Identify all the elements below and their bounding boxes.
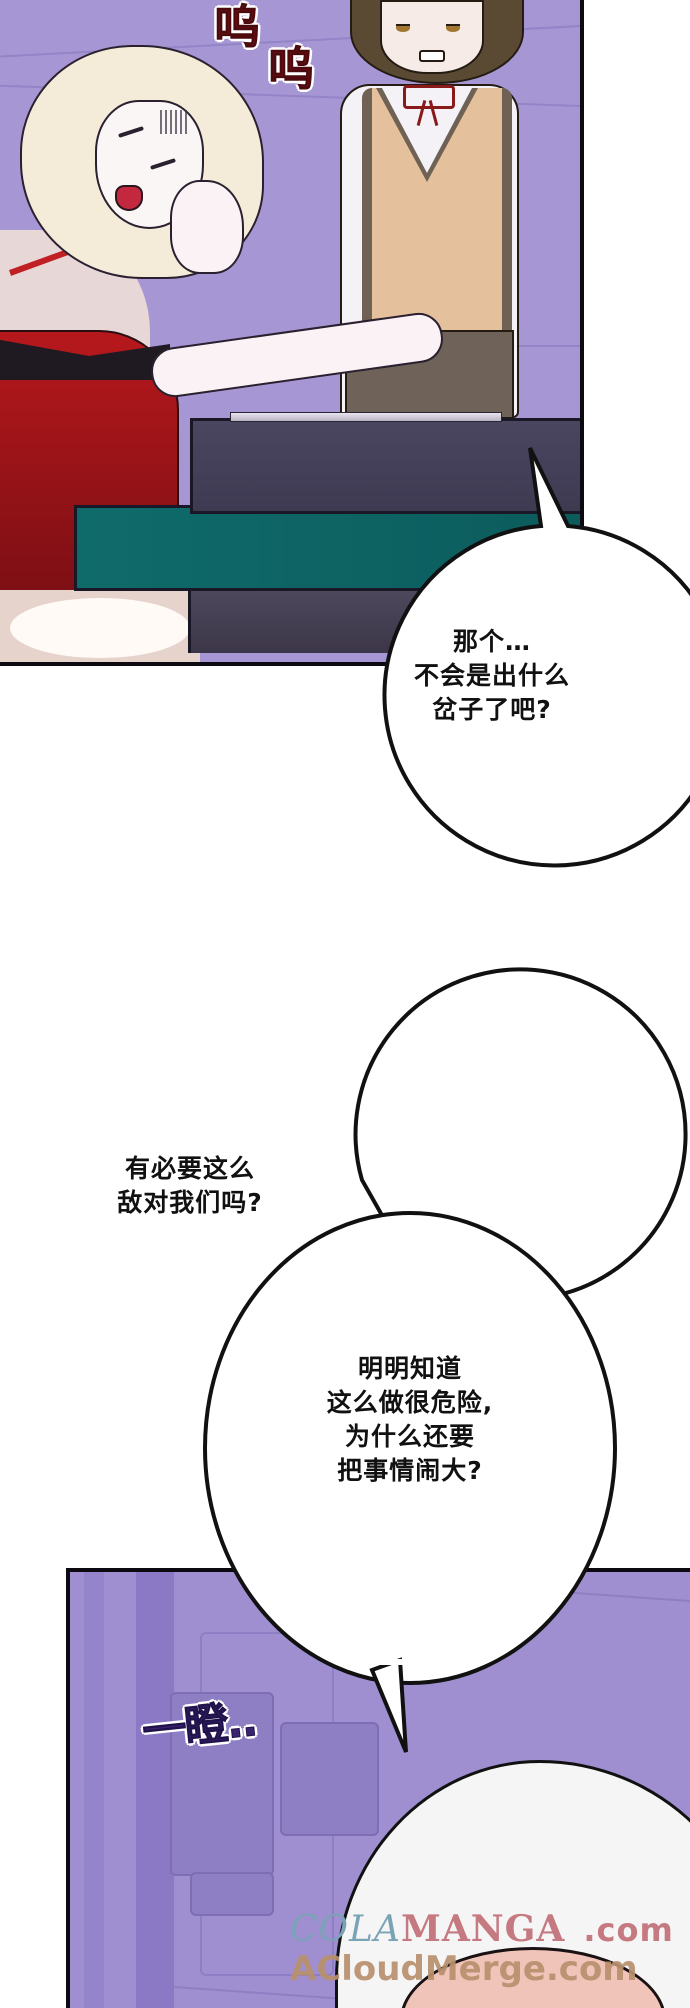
wall-stripe <box>136 1572 174 2008</box>
brunette-eye-left <box>396 24 410 32</box>
brunette-mouth <box>419 50 445 62</box>
bubble-3-line-4: 把事情闹大? <box>337 1456 483 1485</box>
watermark: COLAMANGA .com ACloudMerge.com <box>290 1910 690 1989</box>
bubble-2-text: 有必要这么 敌对我们吗? <box>70 1152 310 1220</box>
bubble-1-line-3: 岔子了吧? <box>432 695 552 724</box>
bubble-2-line-2: 敌对我们吗? <box>117 1188 263 1217</box>
wall-fixture <box>190 1872 274 1916</box>
blonde-open-mouth <box>115 185 143 211</box>
bubble-3-line-3: 为什么还要 <box>344 1422 475 1451</box>
watermark-dotcom: .com <box>583 1911 674 1949</box>
wall-stripe <box>84 1572 104 2008</box>
red-ribbon-icon <box>403 85 455 109</box>
sfx-sob-2: 呜 <box>268 42 315 96</box>
sfx-sob-1: 呜 <box>214 0 261 54</box>
wall-fixture <box>280 1722 379 1836</box>
panel-1-office-scene: 呜 呜 <box>0 0 584 666</box>
bubble-1-text: 那个… 不会是出什么 岔子了吧? <box>372 625 612 727</box>
speech-bubble-3 <box>203 1211 617 1753</box>
bubble-1-line-1: 那个… <box>452 627 531 656</box>
bubble-3-text: 明明知道 这么做很危险, 为什么还要 把事情闹大? <box>290 1352 530 1488</box>
watermark-manga: MANGA <box>400 1908 566 1950</box>
bubble-3-line-2: 这么做很危险, <box>326 1388 494 1417</box>
floor-highlight <box>10 598 190 658</box>
wall-fixture <box>170 1692 274 1876</box>
gloom-lines-icon <box>160 110 188 134</box>
bubble-3-line-1: 明明知道 <box>357 1354 462 1383</box>
bubble-2-line-1: 有必要这么 <box>124 1154 255 1183</box>
bubble-1-line-2: 不会是出什么 <box>413 661 570 690</box>
watermark-line-2: ACloudMerge.com <box>290 1949 638 1989</box>
speech-bubble-1 <box>382 447 690 868</box>
brunette-eye-right <box>446 24 460 32</box>
blonde-hand-on-cheek <box>170 180 244 274</box>
desk-paper-edge <box>230 412 502 422</box>
watermark-line-1: COLAMANGA .com <box>290 1910 690 1949</box>
watermark-cola: COLA <box>290 1909 401 1950</box>
